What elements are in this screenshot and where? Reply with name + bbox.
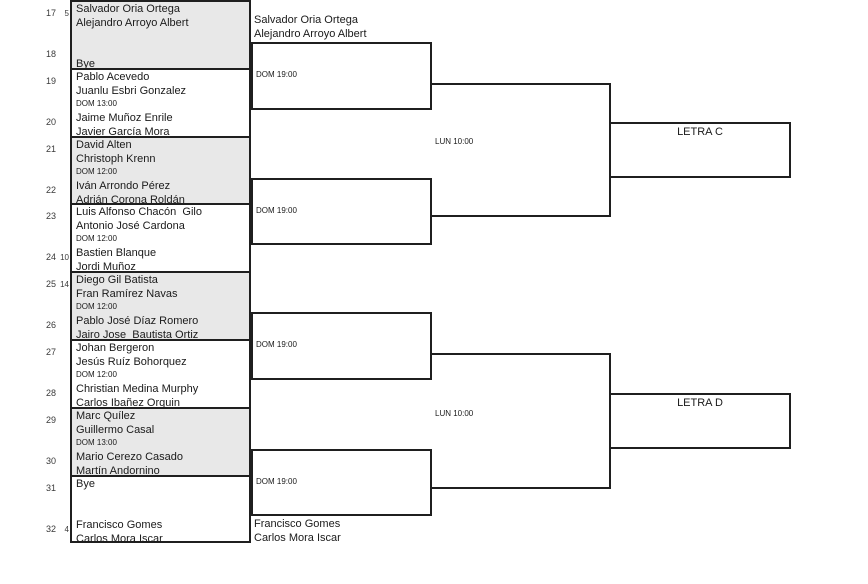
match-time-label: DOM 13:00 [76, 99, 117, 108]
round1-match-8: 31 Bye 32 4 Francisco Gomes Carlos Mora … [46, 475, 251, 545]
team-name: Bye [76, 58, 95, 70]
draw-position: 29 [45, 415, 56, 425]
team-name: Christoph Krenn [76, 153, 156, 165]
round1-match-5: 25 14 Diego Gil Batista Fran Ramírez Nav… [46, 271, 251, 341]
destination-label: LETRA C [677, 126, 723, 138]
advancing-team: Carlos Mora Iscar [254, 532, 341, 544]
draw-position: 19 [45, 76, 56, 86]
team-name: Luis Alfonso Chacón Gilo [76, 206, 202, 218]
match-time-label: LUN 10:00 [435, 137, 474, 146]
team-name: Bastien Blanque [76, 247, 157, 259]
match-time-label: DOM 19:00 [256, 70, 297, 79]
match-time-label: DOM 13:00 [76, 438, 117, 447]
seed-number: 10 [60, 253, 69, 262]
team-name: Martín Andornino [76, 465, 160, 477]
draw-position: 17 [45, 8, 56, 18]
team-name: Salvador Oria Ortega [76, 3, 180, 15]
match-time-label: DOM 12:00 [76, 234, 117, 243]
round3-match-1: LUN 10:00 [430, 83, 611, 217]
team-name: Juanlu Esbri Gonzalez [76, 85, 187, 97]
match-time-label: DOM 19:00 [256, 477, 297, 486]
team-name: Iván Arrondo Pérez [76, 180, 171, 192]
draw-position: 20 [45, 117, 56, 127]
team-name: David Alten [76, 139, 132, 151]
draw-position: 28 [45, 388, 56, 398]
team-name: Jordi Muñoz [76, 261, 136, 273]
draw-position: 18 [45, 49, 56, 59]
seed-number: 5 [64, 9, 69, 18]
team-name: Francisco Gomes [76, 519, 163, 531]
match-time-label: DOM 19:00 [256, 206, 297, 215]
draw-position: 22 [45, 185, 56, 195]
team-name: Javier García Mora [76, 126, 170, 138]
match-time-label: DOM 19:00 [256, 340, 297, 349]
draw-position: 24 [45, 252, 56, 262]
match-time-label: DOM 12:00 [76, 167, 117, 176]
draw-position: 31 [45, 483, 56, 493]
draw-position: 27 [45, 347, 56, 357]
team-name: Jaime Muñoz Enrile [76, 112, 173, 124]
draw-position: 21 [45, 144, 56, 154]
advancing-team: Alejandro Arroyo Albert [254, 28, 367, 40]
round3-match-2: LUN 10:00 [430, 353, 611, 489]
draw-position: 26 [45, 320, 56, 330]
team-name: Jesús Ruíz Bohorquez [76, 356, 187, 368]
team-name: Fran Ramírez Navas [76, 288, 178, 300]
team-name: Antonio José Cardona [76, 220, 185, 232]
round2-match-2: DOM 19:00 [251, 178, 432, 245]
destination-box-letra-d: LETRA D [609, 393, 791, 449]
team-name: Carlos Ibañez Orquin [76, 397, 180, 409]
destination-box-letra-c: LETRA C [609, 122, 791, 178]
round1-match-3: 21 David Alten Christoph Krenn DOM 12:00… [46, 136, 251, 206]
round1-match-2: 19 Pablo Acevedo Juanlu Esbri Gonzalez D… [46, 68, 251, 138]
draw-position: 23 [45, 211, 56, 221]
round1-match-1: 17 5 Salvador Oria Ortega Alejandro Arro… [46, 0, 251, 70]
match-time-label: DOM 12:00 [76, 370, 117, 379]
team-name: Carlos Mora Iscar [76, 533, 163, 545]
team-name: Pablo Acevedo [76, 71, 150, 83]
round1-match-7: 29 Marc Quílez Guillermo Casal DOM 13:00… [46, 407, 251, 477]
match-time-label: LUN 10:00 [435, 409, 474, 418]
draw-position: 32 [45, 524, 56, 534]
seed-number: 14 [60, 280, 69, 289]
seed-number: 4 [64, 525, 69, 534]
round1-match-6: 27 Johan Bergeron Jesús Ruíz Bohorquez D… [46, 339, 251, 409]
team-name: Guillermo Casal [76, 424, 155, 436]
advancing-team: Salvador Oria Ortega [254, 14, 358, 26]
advancing-team: Francisco Gomes [254, 518, 341, 530]
draw-position: 30 [45, 456, 56, 466]
team-name: Mario Cerezo Casado [76, 451, 183, 463]
team-name: Pablo José Díaz Romero [76, 315, 199, 327]
team-name: Christian Medina Murphy [76, 383, 199, 395]
team-name: Alejandro Arroyo Albert [76, 17, 189, 29]
draw-position: 25 [45, 279, 56, 289]
destination-label: LETRA D [677, 397, 723, 409]
match-time-label: DOM 12:00 [76, 302, 117, 311]
team-name: Marc Quílez [76, 410, 136, 422]
team-name: Jairo Jose Bautista Ortiz [76, 329, 199, 341]
team-name: Bye [76, 478, 95, 490]
team-name: Johan Bergeron [76, 342, 155, 354]
round2-match-4: DOM 19:00 [251, 449, 432, 516]
round2-match-1: DOM 19:00 [251, 42, 432, 110]
team-name: Diego Gil Batista [76, 274, 158, 286]
round1-match-4: 23 Luis Alfonso Chacón Gilo Antonio José… [46, 203, 251, 273]
round2-match-3: DOM 19:00 [251, 312, 432, 380]
